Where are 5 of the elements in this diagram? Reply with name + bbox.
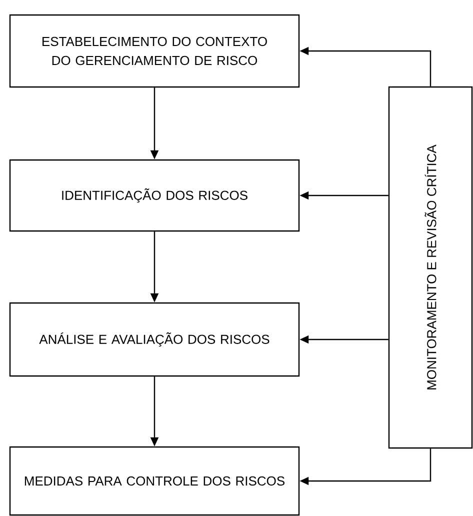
process-box: IDENTIFICAÇÃO DOS RISCOS — [9, 159, 300, 232]
vertical-process-box: MONITORAMENTO E REVISÃO CRÍTICA — [388, 86, 473, 449]
process-box: ANÁLISE E AVALIAÇÃO DOS RISCOS — [9, 302, 300, 377]
process-box: ESTABELECIMENTO DO CONTEXTO DO GERENCIAMENTO DE RISCO — [9, 14, 300, 88]
process-box: MEDIDAS PARA CONTROLE DOS RISCOS — [9, 446, 300, 516]
